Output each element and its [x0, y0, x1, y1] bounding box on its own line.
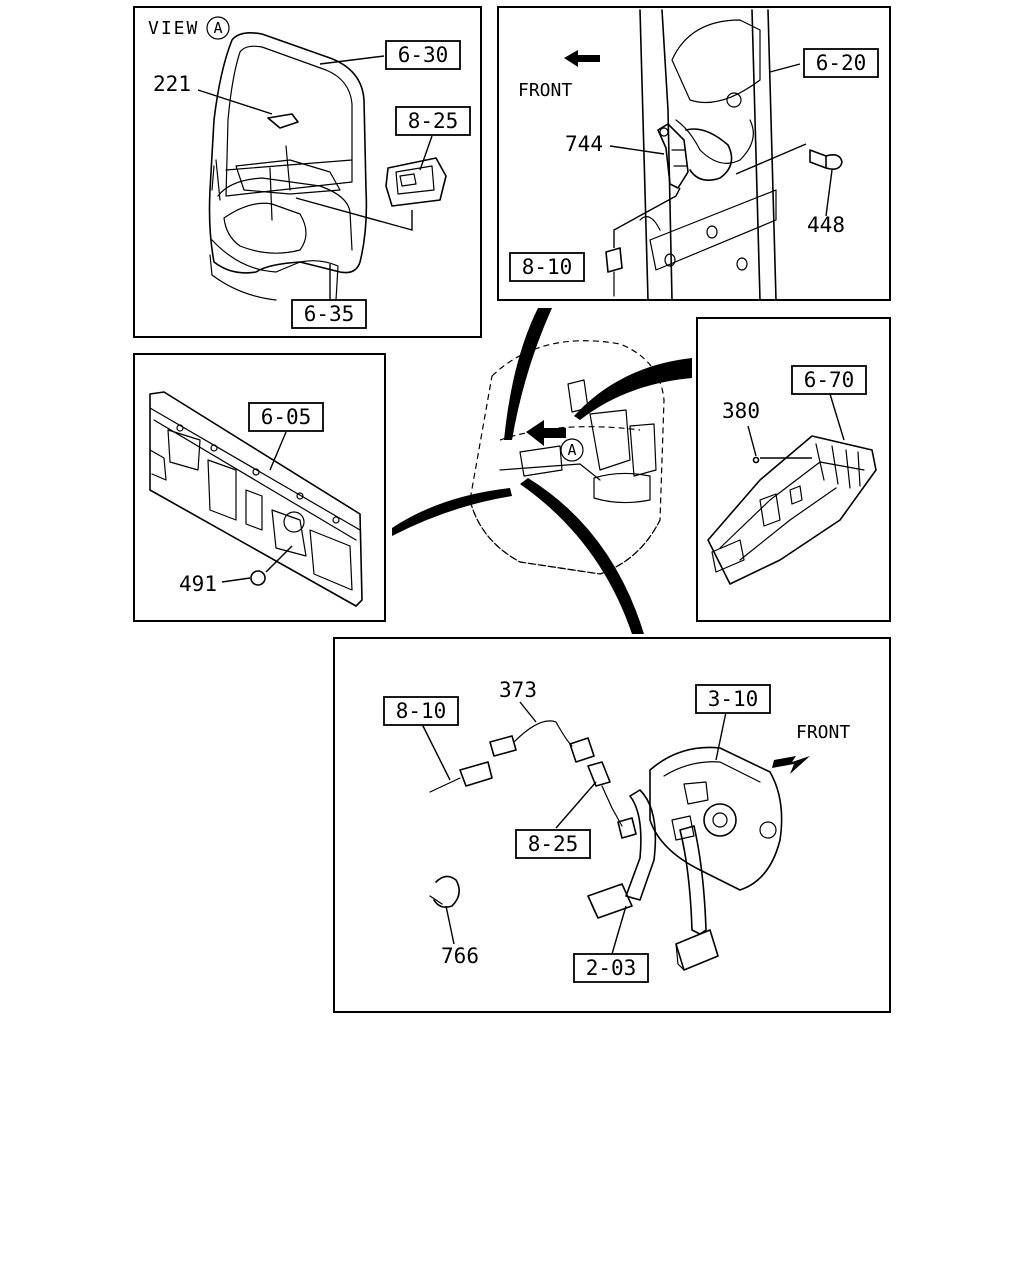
ref-8-25-view: 8-25 — [408, 109, 459, 133]
panel-view-a: VIEW A 221 — [133, 6, 482, 338]
cab-arrow-icon — [526, 420, 566, 446]
callout-swoosh-dash — [392, 488, 512, 536]
leader-6-05 — [269, 431, 287, 471]
ref-3-10: 3-10 — [708, 687, 759, 711]
part-448: 448 — [807, 213, 845, 237]
leader-744 — [609, 145, 665, 155]
ref-2-03: 2-03 — [586, 956, 637, 980]
view-a-marker-circle — [206, 16, 230, 40]
pillar-illustration — [605, 9, 843, 301]
plug-380 — [752, 456, 760, 464]
floor-side-illustration — [707, 435, 877, 585]
ref-box-8-25-view — [395, 106, 471, 136]
dash-panel-illustration — [149, 391, 363, 607]
leader-448-bolt — [735, 143, 807, 175]
part-491: 491 — [179, 572, 217, 596]
leader-766 — [445, 905, 455, 945]
ref-6-70: 6-70 — [804, 368, 855, 392]
grommet-491 — [250, 570, 266, 586]
panel-pedal-assembly: FRONT — [333, 637, 891, 1013]
ref-box-8-10-bottom — [383, 696, 459, 726]
part-766: 766 — [441, 944, 479, 968]
leader-491 — [221, 577, 251, 583]
front-label-bottom: FRONT — [796, 722, 850, 743]
leader-380 — [747, 425, 757, 457]
panel-front-pillar: FRONT 744 — [497, 6, 891, 301]
view-a-marker-letter: A — [213, 19, 222, 37]
callout-swoosh-floor — [574, 358, 692, 420]
leader-8-10-bottom — [421, 723, 451, 781]
leader-491-b — [265, 545, 293, 573]
leader-6-70 — [829, 393, 845, 441]
front-arrow-icon — [564, 50, 600, 67]
front-arrow-bottom-icon — [772, 756, 810, 774]
leader-8-25-bottom — [555, 781, 597, 829]
callout-swoosh-pedal — [520, 478, 644, 634]
cab-marker-circle — [560, 438, 584, 462]
part-744: 744 — [565, 132, 603, 156]
ref-6-05: 6-05 — [261, 405, 312, 429]
pedal-illustration — [429, 720, 783, 971]
front-label-top: FRONT — [518, 80, 572, 101]
leader-6-30 — [319, 55, 385, 65]
ref-8-10-bottom: 8-10 — [396, 699, 447, 723]
part-221: 221 — [153, 72, 191, 96]
part-373: 373 — [499, 678, 537, 702]
leader-448 — [825, 169, 833, 217]
leader-221 — [197, 89, 273, 115]
panel-dash-frame — [133, 353, 386, 622]
leader-6-20 — [769, 63, 801, 73]
ref-box-6-70 — [791, 365, 867, 395]
cab-overview: A — [392, 308, 692, 634]
ref-box-3-10 — [695, 684, 771, 714]
ref-6-35: 6-35 — [304, 302, 355, 326]
ref-6-20: 6-20 — [816, 51, 867, 75]
door-illustration — [208, 32, 368, 301]
ref-8-25-bottom: 8-25 — [528, 832, 579, 856]
ref-box-6-30 — [385, 40, 461, 70]
callout-swoosh-view-a — [504, 308, 552, 440]
part-380: 380 — [722, 399, 760, 423]
leader-8-25 — [419, 135, 433, 171]
leader-8-10-top — [613, 187, 681, 248]
leader-373 — [519, 701, 537, 723]
ref-box-2-03 — [573, 953, 649, 983]
ref-box-8-25-bottom — [515, 829, 591, 859]
ref-box-6-05 — [248, 402, 324, 432]
ref-box-6-35 — [291, 299, 367, 329]
ref-box-6-20 — [803, 48, 879, 78]
ref-8-10-top: 8-10 — [522, 255, 573, 279]
ref-6-30: 6-30 — [398, 43, 449, 67]
leader-8-25-switch — [295, 197, 413, 231]
view-a-label: VIEW — [148, 18, 199, 39]
panel-floor-side: 380 6-70 — [696, 317, 891, 622]
ref-box-8-10-top — [509, 252, 585, 282]
leader-2-03 — [611, 905, 627, 955]
leader-3-10 — [715, 711, 727, 761]
cab-marker-letter: A — [567, 441, 576, 459]
panel-dash: 6-05 491 — [133, 353, 386, 622]
